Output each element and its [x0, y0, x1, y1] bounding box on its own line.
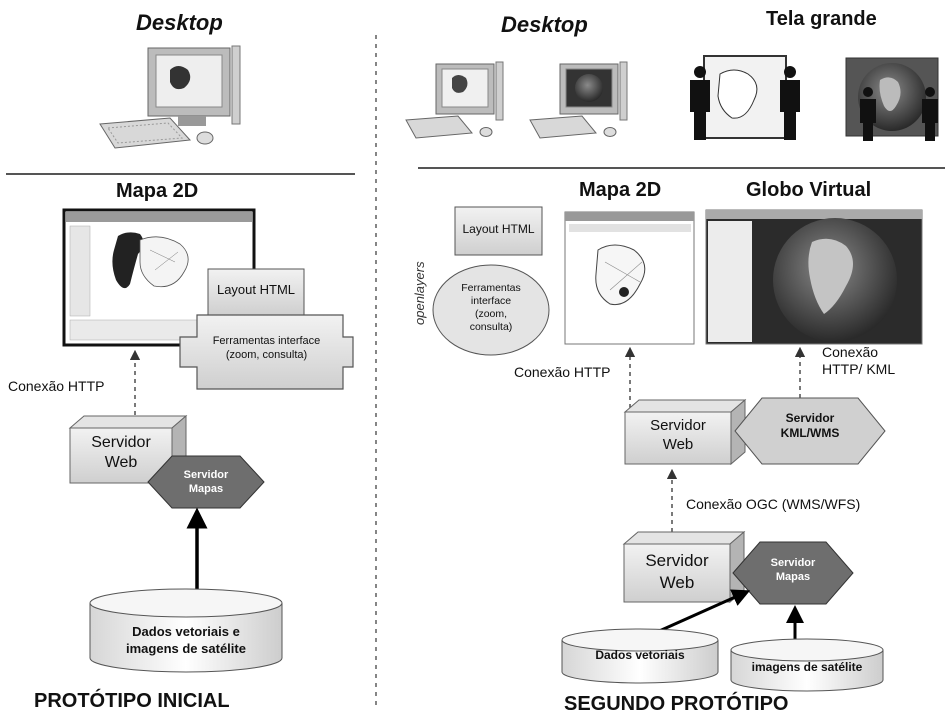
right-kml-server-line-1: Servidor: [785, 411, 835, 425]
right-web-server-bottom-line-2: Web: [659, 573, 695, 592]
left-data-store-label: Dados vetoriais e imagens de satélite: [90, 623, 282, 657]
right-vector-store-label: Dados vetoriais: [595, 648, 685, 662]
right-map-server-line-1: Servidor: [770, 557, 816, 569]
right-kml-server-line-2: KML/WMS: [780, 426, 840, 440]
left-tools-line-1: Ferramentas interface: [212, 335, 321, 347]
left-map-server-label: Servidor Mapas: [172, 468, 240, 496]
left-web-server-label: Servidor Web: [70, 433, 172, 473]
left-map-server-line-2: Mapas: [188, 483, 224, 495]
desktop-computer-icon-a: [405, 61, 504, 139]
satellite-image-cylinder: [730, 638, 884, 692]
right-kml-connection-line-1: Conexão: [822, 344, 879, 360]
large-screen-map-icon: [690, 55, 800, 140]
right-tools-line-4: consulta): [469, 321, 513, 333]
right-map2d-title: Mapa 2D: [579, 179, 662, 201]
web-server-cube-bottom: [622, 530, 746, 604]
map-server-hexagon: [147, 455, 265, 509]
right-big-screen-title: Tela grande: [766, 8, 877, 30]
left-data-store-line-2: imagens de satélite: [126, 641, 246, 656]
openlayers-label: openlayers: [412, 261, 427, 325]
left-map-server-line-1: Servidor: [183, 469, 229, 481]
left-web-server-line-1: Servidor: [91, 434, 151, 451]
left-tools-line-2: (zoom, consulta): [225, 349, 308, 361]
right-layout-html-label: Layout HTML: [462, 222, 535, 236]
right-kml-connection-line-2: HTTP/ KML: [822, 361, 896, 377]
tools-interface-box: [179, 314, 354, 390]
right-kml-server-label: Servidor KML/WMS: [762, 411, 858, 441]
vector-data-arrow: [656, 589, 751, 634]
right-map-server-line-2: Mapas: [775, 571, 811, 583]
right-web-server-bottom-label: Servidor Web: [624, 550, 730, 594]
left-layout-html-label: Layout HTML: [216, 282, 296, 297]
kml-server-hexagon: [734, 397, 886, 465]
vector-data-cylinder: [561, 628, 719, 684]
tools-interface-ellipse: [432, 264, 550, 356]
left-web-server-line-2: Web: [104, 454, 138, 471]
right-web-server-top-line-2: Web: [662, 436, 694, 453]
right-http-connection-label: Conexão HTTP: [514, 364, 611, 380]
right-map-server-label: Servidor Mapas: [760, 556, 826, 584]
layout-html-box: [207, 268, 305, 316]
desktop-computer-icon-b: [529, 61, 628, 139]
left-data-store-line-1: Dados vetoriais e: [132, 624, 240, 639]
data-store-cylinder: [89, 588, 283, 673]
right-tools-line-3: (zoom,: [474, 308, 508, 320]
right-kml-connection-label: Conexão HTTP/ KML: [822, 344, 895, 378]
left-desktop-title: Desktop: [136, 10, 223, 35]
right-image-store-label: imagens de satélite: [751, 660, 863, 674]
large-screen-globe-icon: [845, 57, 939, 141]
right-tools-line-1: Ferramentas: [461, 282, 521, 294]
left-map2d-title: Mapa 2D: [116, 180, 199, 202]
left-tools-label: Ferramentas interface (zoom, consulta): [180, 334, 353, 362]
right-tools-label: Ferramentas interface (zoom, consulta): [433, 282, 549, 334]
right-desktop-title: Desktop: [501, 12, 588, 37]
right-ogc-connection-label: Conexão OGC (WMS/WFS): [686, 496, 861, 512]
left-footer-title: PROTÓTIPO INICIAL: [34, 690, 230, 712]
right-web-server-bottom-line-1: Servidor: [645, 551, 709, 570]
right-web-server-top-label: Servidor Web: [625, 416, 731, 454]
layout-html-box-right: [454, 206, 543, 256]
desktop-computer-icon: [99, 45, 241, 149]
virtual-globe-screenshot: [705, 209, 923, 345]
map-2d-screenshot-right: [564, 211, 695, 345]
right-tools-line-2: interface: [470, 295, 512, 307]
left-http-connection-label: Conexão HTTP: [8, 378, 105, 394]
right-footer-title: SEGUNDO PROTÓTIPO: [564, 693, 789, 715]
map-server-hexagon-right: [732, 541, 854, 605]
right-globe-title: Globo Virtual: [746, 179, 872, 201]
right-web-server-top-line-1: Servidor: [650, 417, 706, 434]
